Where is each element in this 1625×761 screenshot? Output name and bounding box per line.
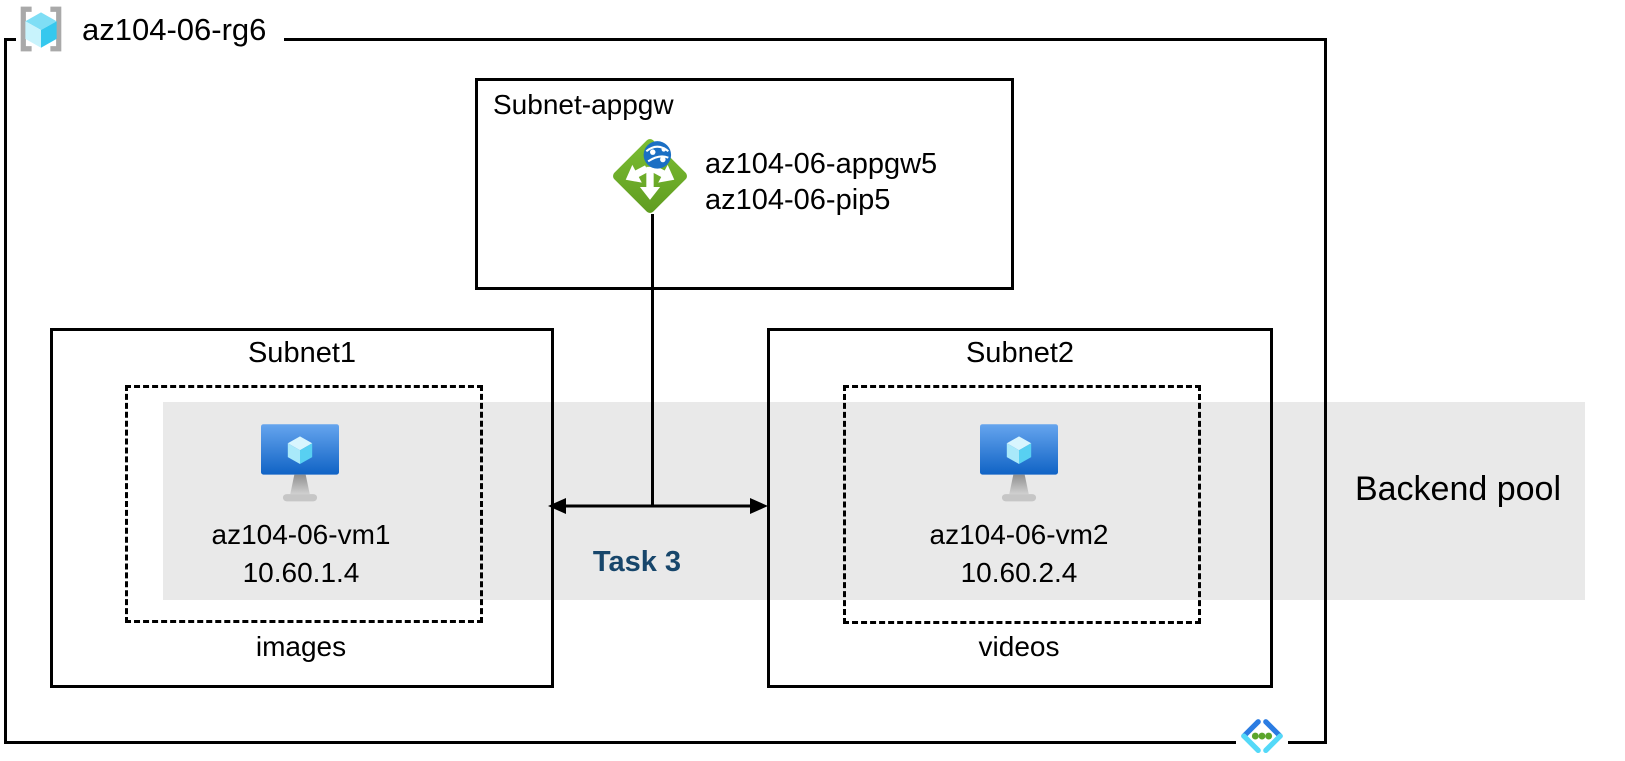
subnet-appgw-label: Subnet-appgw: [493, 89, 674, 120]
resource-group-icon: [20, 6, 62, 52]
virtual-network-icon: [1241, 719, 1283, 753]
resource-group-header: az104-06-rg6: [16, 4, 285, 54]
vm1-ip-label: 10.60.1.4: [242, 557, 360, 588]
gateway-connector-line: [651, 214, 654, 506]
pip-name-label: az104-06-pip5: [705, 184, 891, 216]
virtual-network-icon-wrap: [1236, 714, 1288, 760]
appgw-name-label: az104-06-appgw5: [705, 148, 938, 180]
vm1-name-label: az104-06-vm1: [211, 519, 391, 550]
virtual-machine-icon: [980, 424, 1058, 502]
subnet1-app-label: images: [255, 631, 347, 662]
subnet2-label: Subnet2: [965, 337, 1075, 369]
vm2-ip-label: 10.60.2.4: [960, 557, 1078, 588]
resource-group-box: [4, 38, 1327, 744]
application-gateway-icon: [613, 139, 687, 213]
subnet2-box: Subnet2: [767, 328, 1273, 688]
subnet-appgw-box: Subnet-appgw: [475, 78, 1014, 290]
resource-group-title: az104-06-rg6: [82, 11, 267, 47]
subnet2-app-label: videos: [978, 631, 1060, 662]
vm2-name-label: az104-06-vm2: [929, 519, 1109, 550]
task-label: Task 3: [592, 546, 682, 578]
backend-pool-label: Backend pool: [1354, 470, 1562, 508]
virtual-machine-icon: [261, 424, 339, 502]
backend-pool-band: [163, 402, 1585, 600]
subnet1-label: Subnet1: [247, 337, 357, 369]
subnet1-vm-dashed-box: [125, 385, 483, 623]
subnet2-vm-dashed-box: [843, 385, 1201, 624]
bidirectional-arrow: [548, 498, 768, 514]
